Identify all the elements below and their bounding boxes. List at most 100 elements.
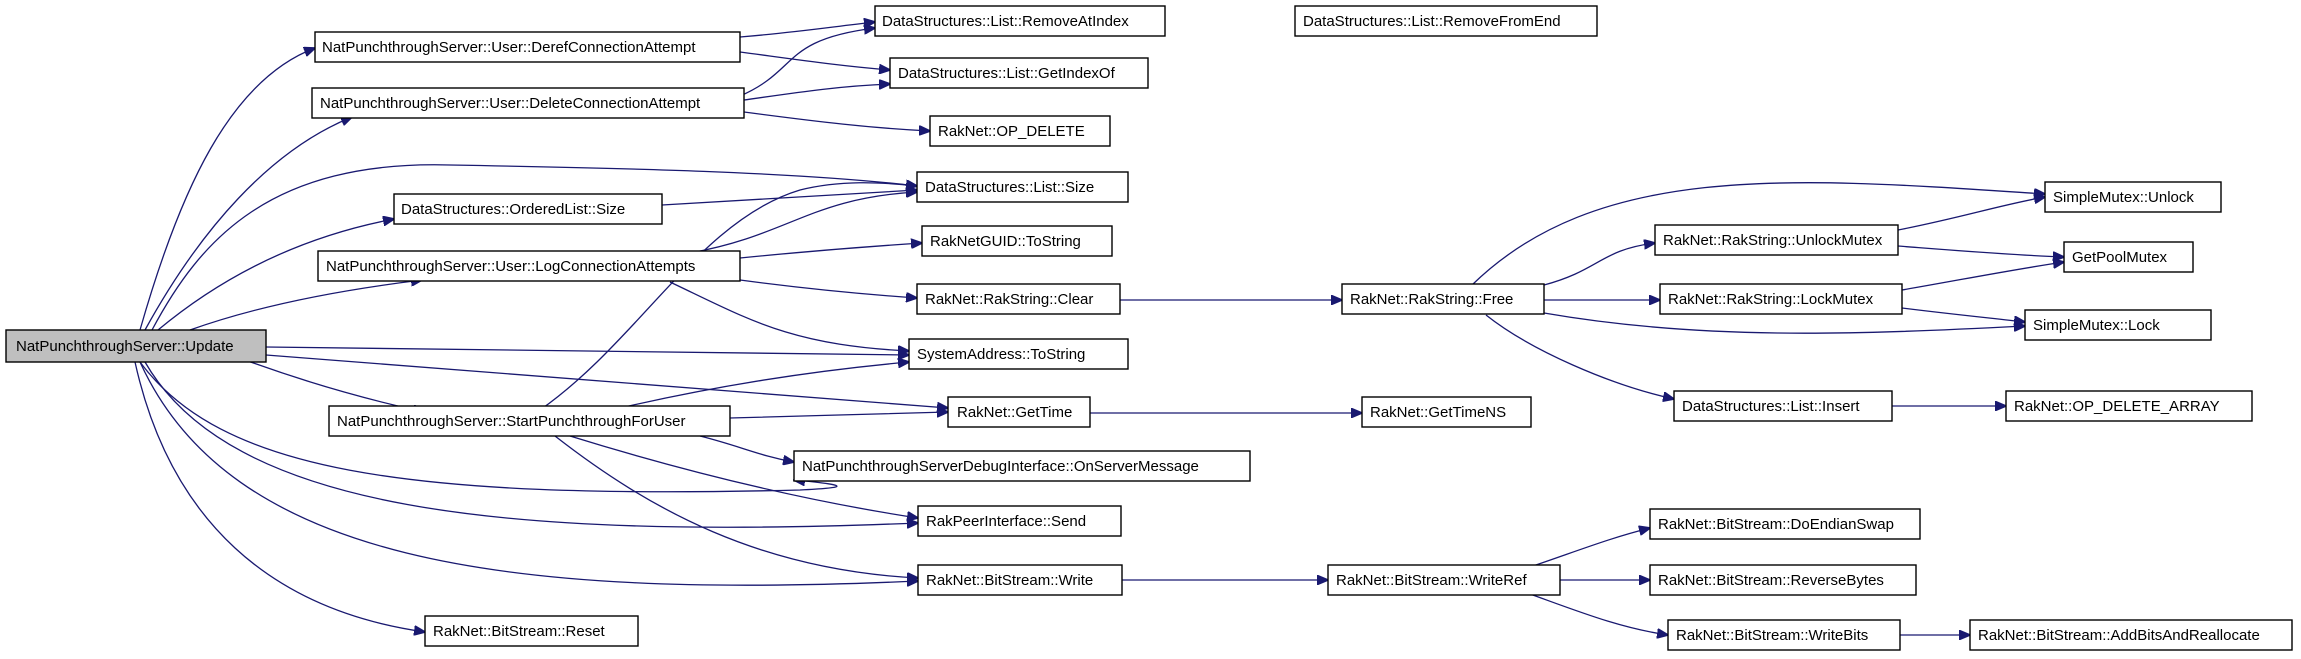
node-debug-onserver[interactable]: NatPunchthroughServerDebugInterface::OnS… [793,450,1251,482]
node-get-time-ns[interactable]: RakNet::GetTimeNS [1361,396,1532,428]
node-op-delete-label: RakNet::OP_DELETE [938,123,1085,140]
node-guid-tostring[interactable]: RakNetGUID::ToString [921,225,1113,257]
node-remove-from-end-label: DataStructures::List::RemoveFromEnd [1303,13,1561,30]
node-rakstring-free[interactable]: RakNet::RakString::Free [1341,283,1545,315]
node-get-time-ns-label: RakNet::GetTimeNS [1370,404,1506,421]
node-add-bits-realloc[interactable]: RakNet::BitStream::AddBitsAndReallocate [1969,619,2293,651]
node-rakstring-free-label: RakNet::RakString::Free [1350,291,1513,308]
node-list-insert[interactable]: DataStructures::List::Insert [1673,390,1893,422]
node-write-bits[interactable]: RakNet::BitStream::WriteBits [1667,619,1901,651]
edge-update-peer-send [144,361,918,527]
node-remove-at-index-label: DataStructures::List::RemoveAtIndex [882,13,1129,30]
node-bs-writeref-label: RakNet::BitStream::WriteRef [1336,572,1527,589]
edge-deref-get-index-of [739,51,890,70]
node-simplemutex-lock[interactable]: SimpleMutex::Lock [2024,309,2212,341]
node-update-label: NatPunchthroughServer::Update [16,338,234,355]
edge-log-rakstring-clear [739,279,917,298]
node-get-time-label: RakNet::GetTime [957,404,1072,421]
edge-update-bs-write [139,361,918,585]
node-peer-send-label: RakPeerInterface::Send [926,513,1086,530]
edge-free-simplemutex-unlock [1471,182,2045,286]
edge-start-bs-write [554,435,918,578]
edge-unlockmutex-simplemutex-unlock [1897,197,2045,231]
node-bs-write-label: RakNet::BitStream::Write [926,572,1093,589]
edge-delete-get-index-of [743,84,890,101]
node-guid-tostring-label: RakNetGUID::ToString [930,233,1081,250]
node-log-attempts[interactable]: NatPunchthroughServer::User::LogConnecti… [317,250,741,282]
node-op-delete-array-label: RakNet::OP_DELETE_ARRAY [2014,398,2220,415]
node-start-punch[interactable]: NatPunchthroughServer::StartPunchthrough… [328,405,731,437]
node-get-pool-mutex-label: GetPoolMutex [2072,249,2168,266]
edge-writeref-do-endian-swap [1529,528,1650,568]
edge-ordered-size-list-size [661,190,917,206]
node-ordered-size-label: DataStructures::OrderedList::Size [401,201,625,218]
node-op-delete[interactable]: RakNet::OP_DELETE [929,115,1111,147]
edge-start-list-size [539,183,917,411]
node-get-time[interactable]: RakNet::GetTime [947,396,1091,428]
node-bs-writeref[interactable]: RakNet::BitStream::WriteRef [1327,564,1561,596]
edge-log-list-size [689,192,917,254]
edge-update-get-time [265,354,948,408]
node-get-index-of-label: DataStructures::List::GetIndexOf [898,65,1116,82]
node-deref-label: NatPunchthroughServer::User::DerefConnec… [322,39,696,56]
node-lock-mutex-label: RakNet::RakString::LockMutex [1668,291,1874,308]
node-peer-send[interactable]: RakPeerInterface::Send [917,505,1122,537]
edge-delete-remove-at-index [739,28,875,97]
node-simplemutex-unlock-label: SimpleMutex::Unlock [2053,189,2194,206]
node-lock-mutex[interactable]: RakNet::RakString::LockMutex [1659,283,1903,315]
node-sysaddr-tostring[interactable]: SystemAddress::ToString [908,338,1129,370]
edge-free-unlock-mutex [1543,243,1655,286]
edge-start-peer-send [569,435,918,518]
node-get-index-of[interactable]: DataStructures::List::GetIndexOf [889,57,1149,89]
node-remove-at-index[interactable]: DataStructures::List::RemoveAtIndex [874,5,1166,37]
edge-start-debug-onserver [699,435,794,462]
node-start-punch-label: NatPunchthroughServer::StartPunchthrough… [337,413,686,430]
edge-deref-remove-at-index [739,22,875,38]
node-list-size[interactable]: DataStructures::List::Size [916,171,1129,203]
edge-start-get-time [729,412,948,419]
node-bs-reset[interactable]: RakNet::BitStream::Reset [424,615,639,647]
node-op-delete-array[interactable]: RakNet::OP_DELETE_ARRAY [2005,390,2253,422]
node-list-size-label: DataStructures::List::Size [925,179,1094,196]
node-do-endian-swap[interactable]: RakNet::BitStream::DoEndianSwap [1649,508,1921,540]
node-unlock-mutex[interactable]: RakNet::RakString::UnlockMutex [1654,224,1899,256]
node-rakstring-clear-label: RakNet::RakString::Clear [925,291,1093,308]
node-reverse-bytes[interactable]: RakNet::BitStream::ReverseBytes [1649,564,1917,596]
edge-writeref-write-bits [1529,593,1668,635]
node-deref[interactable]: NatPunchthroughServer::User::DerefConnec… [314,31,741,63]
node-delete-attempt-label: NatPunchthroughServer::User::DeleteConne… [320,95,701,112]
edge-update-ordered-size [157,219,394,331]
node-simplemutex-unlock[interactable]: SimpleMutex::Unlock [2044,181,2222,213]
node-update[interactable]: NatPunchthroughServer::Update [5,329,267,363]
node-bs-write[interactable]: RakNet::BitStream::Write [917,564,1123,596]
edge-update-start-punch [244,359,424,412]
edge-update-list-size [151,164,917,331]
edge-unlockmutex-get-pool-mutex [1897,245,2064,257]
node-write-bits-label: RakNet::BitStream::WriteBits [1676,627,1868,644]
node-simplemutex-lock-label: SimpleMutex::Lock [2033,317,2160,334]
node-debug-onserver-label: NatPunchthroughServerDebugInterface::OnS… [802,458,1199,475]
edge-update-deref [139,48,315,331]
edge-start-sysaddr [619,362,909,409]
node-log-attempts-label: NatPunchthroughServer::User::LogConnecti… [326,258,695,275]
edge-delete-op-delete [743,111,930,131]
nodes: NatPunchthroughServer::Update NatPunchth… [5,5,2293,651]
node-remove-from-end[interactable]: DataStructures::List::RemoveFromEnd [1294,5,1598,37]
edge-free-simplemutex-lock [1543,312,2025,334]
edge-lockmutex-get-pool-mutex [1901,262,2064,291]
node-ordered-size[interactable]: DataStructures::OrderedList::Size [393,193,663,225]
edges [134,22,2064,635]
edge-lockmutex-simplemutex-lock [1901,307,2025,322]
node-bs-reset-label: RakNet::BitStream::Reset [433,623,606,640]
node-list-insert-label: DataStructures::List::Insert [1682,398,1860,415]
edge-log-sysaddr [669,281,909,351]
node-rakstring-clear[interactable]: RakNet::RakString::Clear [916,283,1121,315]
node-get-pool-mutex[interactable]: GetPoolMutex [2063,241,2194,273]
edge-log-guid-tostring [739,243,922,259]
node-reverse-bytes-label: RakNet::BitStream::ReverseBytes [1658,572,1884,589]
edge-update-log-attempts [189,280,422,331]
node-sysaddr-tostring-label: SystemAddress::ToString [917,346,1085,363]
node-delete-attempt[interactable]: NatPunchthroughServer::User::DeleteConne… [311,87,745,119]
edge-update-debug-onserver [139,361,838,493]
